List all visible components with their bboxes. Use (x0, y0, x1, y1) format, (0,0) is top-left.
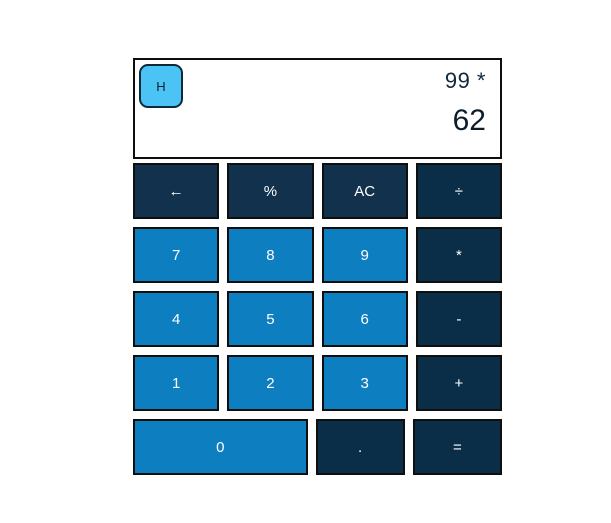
all-clear-key[interactable]: AC (321, 163, 408, 219)
add-key[interactable]: + (415, 355, 502, 411)
digit-4-key[interactable]: 4 (133, 291, 220, 347)
digit-2-key[interactable]: 2 (227, 355, 314, 411)
equals-key[interactable]: = (412, 419, 502, 475)
digit-8-key[interactable]: 8 (227, 227, 314, 283)
digit-9-key[interactable]: 9 (321, 227, 408, 283)
history-button-label: H (156, 78, 166, 94)
digit-1-key-label: 1 (171, 374, 181, 392)
digit-4-key-label: 4 (171, 310, 181, 328)
history-button[interactable]: H (139, 64, 183, 108)
digit-2-key-label: 2 (266, 374, 275, 392)
subtract-key-label: - (456, 310, 462, 328)
subtract-key[interactable]: - (415, 291, 502, 347)
percent-key-label: % (263, 182, 278, 200)
keypad-row: 0. = (133, 419, 502, 475)
digit-3-key-label: 3 (360, 374, 369, 392)
percent-key[interactable]: % (227, 163, 314, 219)
digit-5-key[interactable]: 5 (227, 291, 314, 347)
add-key-label: + (454, 374, 464, 392)
decimal-point-key[interactable]: . (315, 419, 405, 475)
divide-key-label: ÷ (454, 182, 463, 200)
multiply-key[interactable]: * (415, 227, 502, 283)
calculator-app: H 99 * 62 ←% AC ÷ 7 8 9 * 4 5 6 - 1 2 3 +0. = (133, 58, 502, 475)
keypad-row: ←% AC ÷ (133, 163, 502, 219)
decimal-point-key-label: . (358, 438, 363, 456)
display-values: 99 * 62 (145, 68, 490, 151)
keypad-row: 4 5 6 - (133, 291, 502, 347)
expression-text: 99 * (444, 68, 486, 93)
digit-8-key-label: 8 (266, 246, 275, 264)
digit-3-key[interactable]: 3 (321, 355, 408, 411)
digit-1-key[interactable]: 1 (133, 355, 220, 411)
digit-0-key-label: 0 (216, 438, 225, 456)
digit-7-key-label: 7 (171, 246, 181, 264)
equals-key-label: = (452, 438, 462, 456)
digit-5-key-label: 5 (266, 310, 275, 328)
all-clear-key-label: AC (354, 182, 376, 200)
multiply-key-label: * (455, 246, 462, 264)
result-text: 62 (452, 104, 486, 137)
divide-key[interactable]: ÷ (415, 163, 502, 219)
digit-6-key-label: 6 (360, 310, 369, 328)
backspace-key[interactable]: ← (133, 163, 220, 219)
calculator-keypad: ←% AC ÷ 7 8 9 * 4 5 6 - 1 2 3 +0. = (133, 163, 502, 475)
digit-6-key[interactable]: 6 (321, 291, 408, 347)
digit-7-key[interactable]: 7 (133, 227, 220, 283)
backspace-key-label: ← (168, 182, 184, 200)
keypad-row: 7 8 9 * (133, 227, 502, 283)
digit-9-key-label: 9 (360, 246, 369, 264)
calculator-display: H 99 * 62 (133, 58, 502, 159)
keypad-row: 1 2 3 + (133, 355, 502, 411)
digit-0-key[interactable]: 0 (133, 419, 308, 475)
